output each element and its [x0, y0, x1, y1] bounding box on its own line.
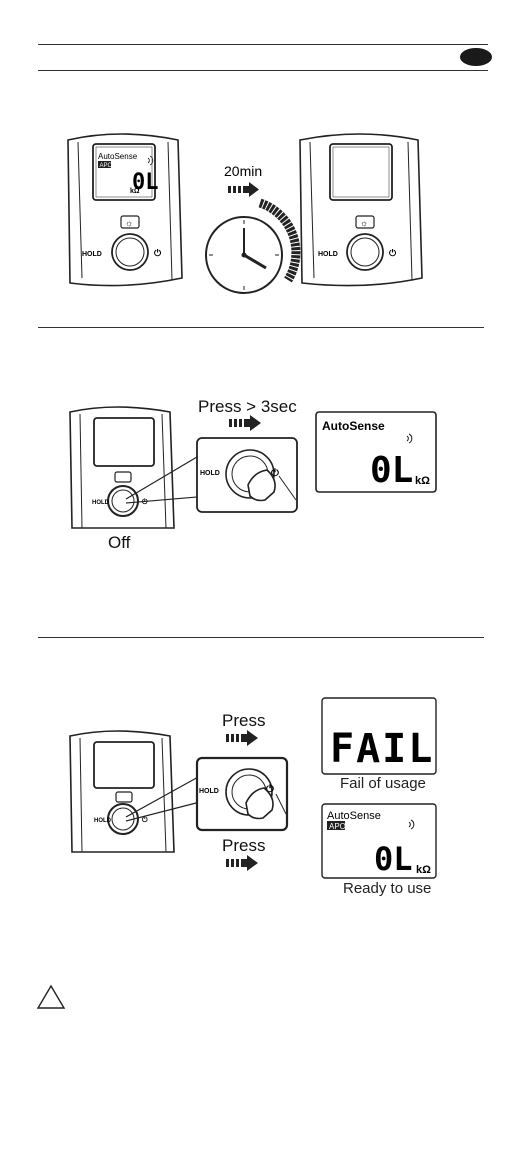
press-top-label: Press [222, 711, 265, 731]
lcd-unit: kΩ [130, 188, 140, 195]
right-arrow-icon [228, 182, 259, 197]
meter-off: HOLD ⏻ [70, 407, 174, 528]
section-divider-1 [38, 327, 484, 328]
meter-test: HOLD ⏻ [70, 731, 174, 852]
press-label: Press > 3sec [198, 397, 297, 417]
button-zoom-box: HOLD ⏻ [197, 438, 297, 512]
right-arrow-icon [226, 730, 258, 746]
auto-power-off-illustration: AutoSense APO 0L kΩ ☼ HOLD ⏻ 20min ☼ [60, 128, 440, 296]
warning-triangle-icon [36, 984, 66, 1010]
power-symbol: ⏻ [154, 248, 162, 258]
press-bottom-label: Press [222, 836, 265, 856]
off-label: Off [108, 533, 130, 553]
fail-caption: Fail of usage [340, 775, 426, 792]
lcd-value: 0L [370, 450, 413, 491]
timer-label: 20min [224, 163, 262, 179]
apo-label: APO [329, 822, 346, 831]
hold-label: HOLD [92, 500, 110, 506]
lcd-on: AutoSense 0L kΩ [316, 412, 436, 492]
apo-label: APO [100, 163, 113, 169]
lcd-mode-label: AutoSense [322, 419, 385, 433]
meter-right: ☼ HOLD ⏻ [300, 134, 422, 286]
hold-label: HOLD [318, 251, 338, 258]
lcd-unit: kΩ [416, 864, 431, 876]
hold-label: HOLD [200, 470, 220, 477]
header-rule-top [38, 44, 488, 45]
backlight-symbol: ☼ [125, 218, 133, 228]
fail-display: FAIL [330, 726, 434, 772]
meter-left: AutoSense APO 0L kΩ ☼ HOLD ⏻ [68, 134, 182, 286]
lcd-mode-label: AutoSense [327, 810, 381, 822]
lcd-mode-label: AutoSense [98, 152, 138, 161]
ready-caption: Ready to use [343, 880, 431, 897]
lcd-value: 0L [374, 840, 413, 878]
lcd-fail: FAIL [322, 698, 436, 774]
backlight-symbol: ☼ [360, 218, 368, 228]
right-arrow-icon [229, 415, 261, 431]
lcd-unit: kΩ [415, 475, 430, 487]
lcd-ready: AutoSense APO 0L kΩ [322, 804, 436, 878]
right-arrow-icon [226, 855, 258, 871]
hold-label: HOLD [82, 251, 102, 258]
hold-label: HOLD [199, 788, 219, 795]
language-badge [460, 48, 492, 66]
power-symbol: ⏻ [389, 248, 397, 258]
hold-label: HOLD [94, 818, 112, 824]
button-zoom-box: HOLD ⏻ [197, 758, 287, 830]
section-divider-2 [38, 637, 484, 638]
header-rule-bottom [38, 70, 488, 71]
clock-icon [206, 203, 296, 293]
